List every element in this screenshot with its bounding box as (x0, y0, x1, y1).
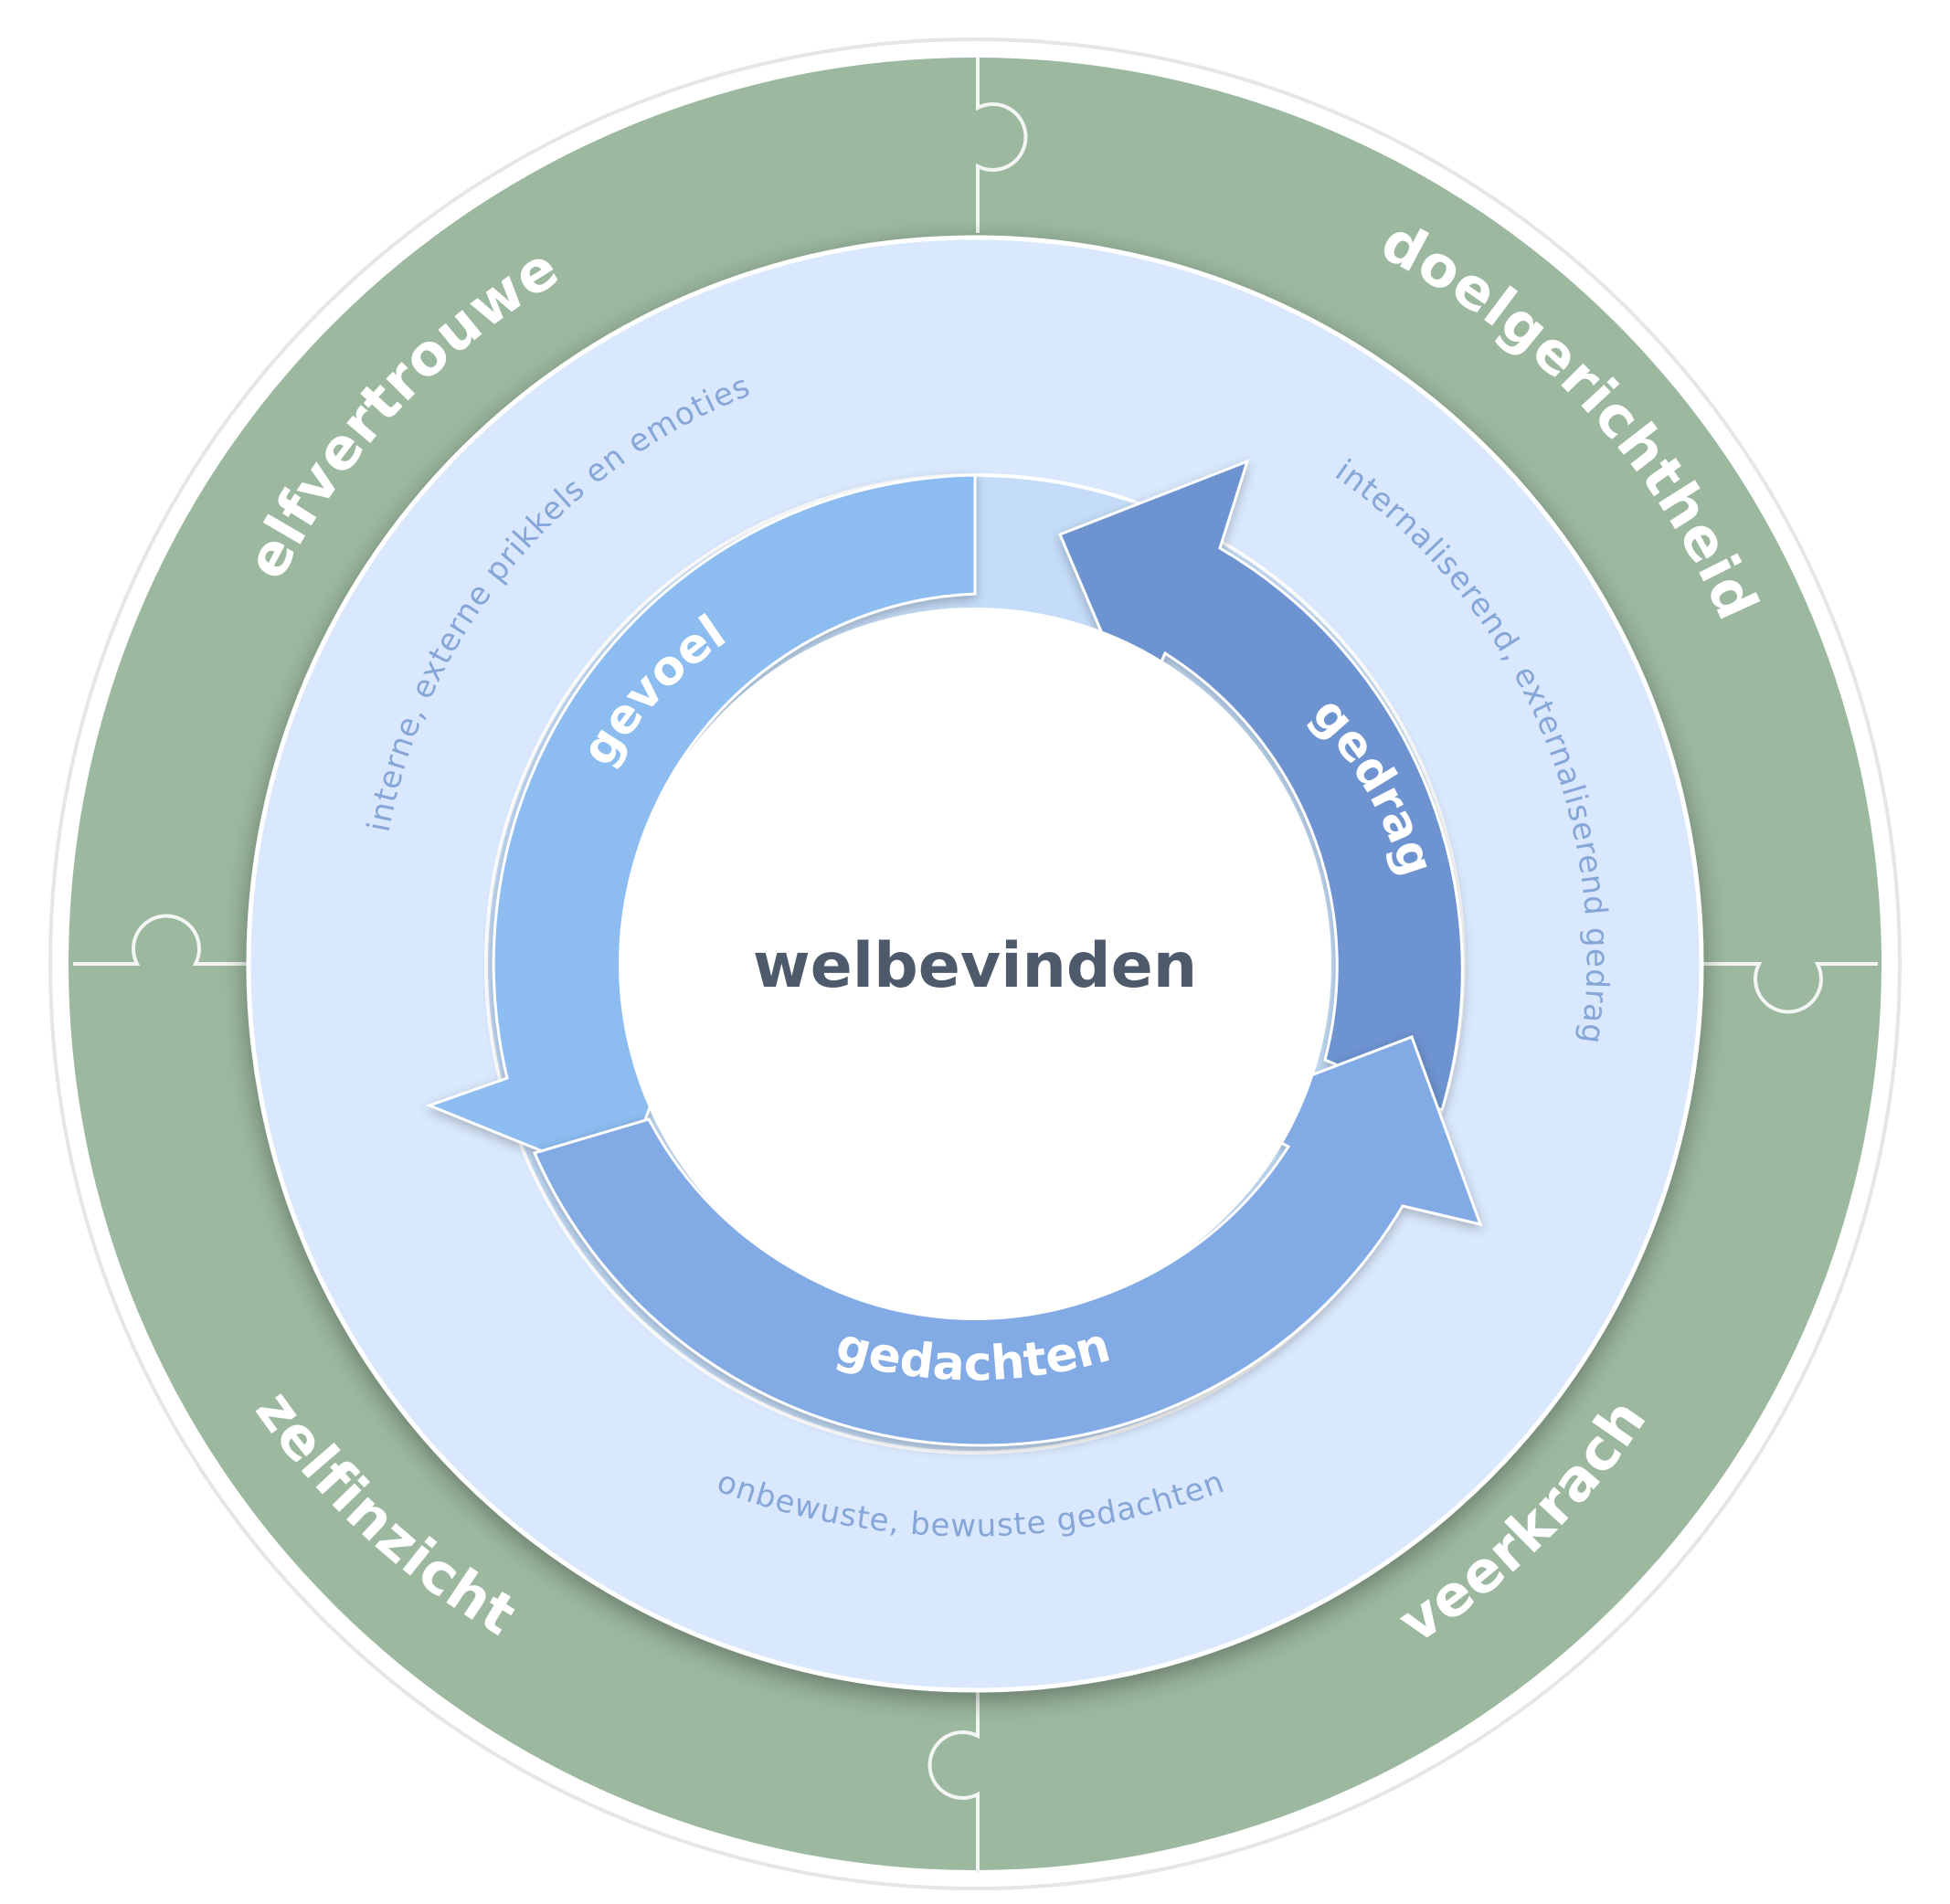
divider-bottom (927, 1686, 980, 1873)
center-title: welbevinden (753, 930, 1197, 1002)
center-disc (619, 608, 1331, 1320)
center: welbevinden (619, 608, 1331, 1320)
divider-left (73, 914, 251, 966)
divider-right (1700, 962, 1878, 1014)
arrow-gedrag (1058, 459, 1464, 1113)
puzzle-dividers (73, 57, 1878, 1873)
divider-top (976, 57, 1028, 233)
arrow-gevoel (425, 473, 977, 1185)
